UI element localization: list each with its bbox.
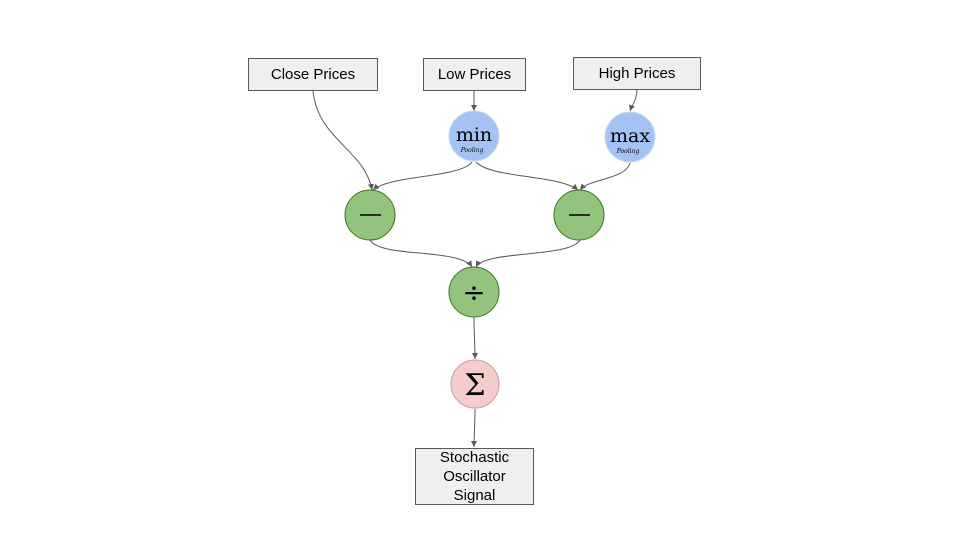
subtract-node-left	[344, 189, 396, 241]
edge-close-to-subtract-left	[312, 90, 374, 191]
max-pooling-sublabel: Pooling	[616, 148, 640, 155]
divide-icon: ÷	[462, 276, 485, 309]
edge-min-to-subtract-right	[475, 161, 579, 191]
min-label: min	[456, 124, 492, 146]
min-pooling-node: min Pooling	[448, 110, 500, 162]
subtract-node-right	[553, 189, 605, 241]
close-prices-label: Close Prices	[270, 66, 356, 83]
edge-min-to-subtract-left	[372, 161, 473, 191]
high-prices-box: High Prices	[573, 57, 701, 90]
sigma-icon: Σ	[464, 368, 485, 403]
output-label-line-2: Oscillator	[443, 468, 506, 485]
output-label-line-1: Stochastic	[439, 449, 510, 466]
edge-subtract-left-to-divide	[369, 239, 473, 268]
stochastic-oscillator-signal-box: Stochastic Oscillator Signal	[415, 448, 534, 505]
max-pooling-node: max Pooling	[604, 111, 656, 163]
edge-subtract-right-to-divide	[475, 239, 581, 268]
edge-divide-to-sum	[471, 316, 478, 360]
edge-max-to-subtract-right	[579, 162, 631, 191]
output-label-line-3: Signal	[453, 487, 496, 504]
max-label: max	[610, 125, 650, 147]
high-prices-label: High Prices	[598, 65, 676, 82]
min-pooling-sublabel: Pooling	[460, 147, 484, 154]
edge-sum-to-output	[471, 408, 478, 448]
sum-node: Σ	[450, 359, 500, 409]
edge-high-to-max	[629, 88, 638, 112]
divide-node: ÷	[448, 266, 500, 318]
low-prices-label: Low Prices	[437, 66, 512, 83]
close-prices-box: Close Prices	[248, 58, 378, 91]
low-prices-box: Low Prices	[423, 58, 526, 91]
